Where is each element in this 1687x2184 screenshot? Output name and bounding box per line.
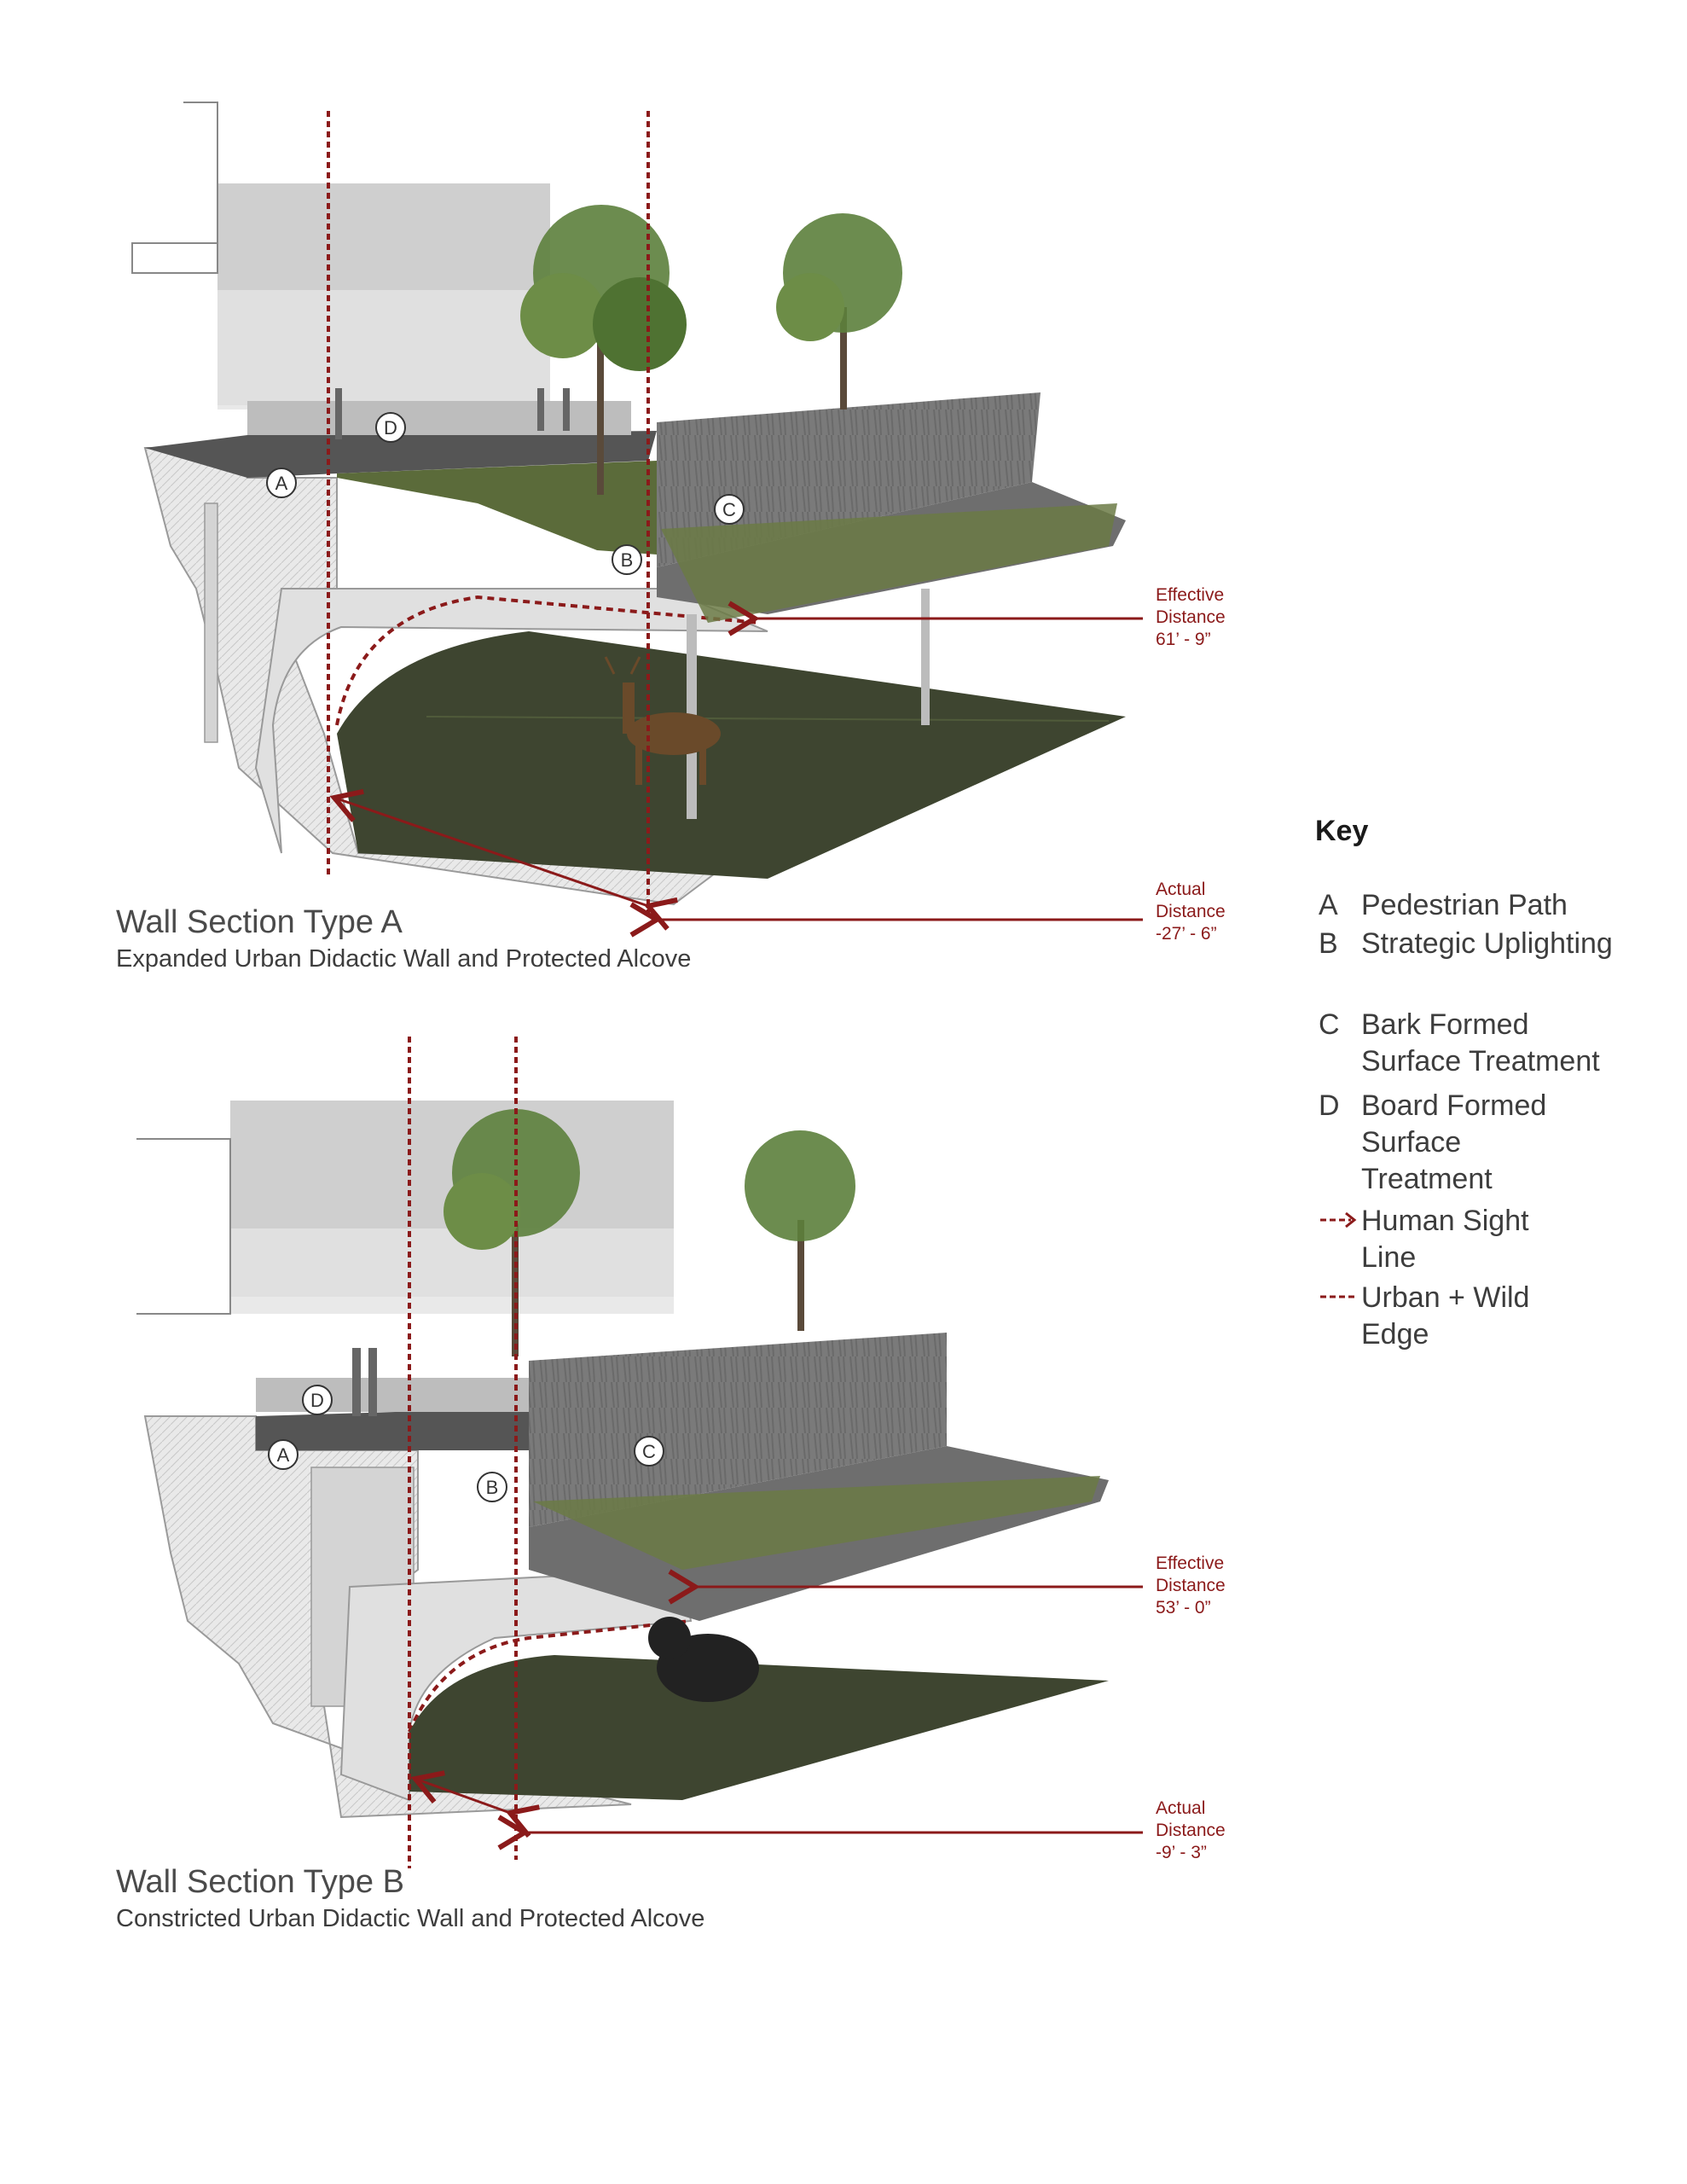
key-letter: D <box>1319 1089 1340 1122</box>
section-b-subtitle: Constricted Urban Didactic Wall and Prot… <box>116 1905 705 1932</box>
svg-text:D: D <box>310 1390 324 1411</box>
svg-text:C: C <box>722 499 736 520</box>
bear-icon <box>648 1617 759 1702</box>
pedestrian-figures-icon <box>335 388 570 439</box>
bark-formed-wall <box>529 1333 1109 1621</box>
callout-d: D <box>302 1385 333 1415</box>
building-backdrop <box>136 1101 674 1315</box>
protected-alcove-arch <box>339 1568 693 1802</box>
effective-distance-label-b: Effective Distance 53’ - 0” <box>1156 1554 1226 1618</box>
svg-text:A: A <box>275 473 288 494</box>
building-backdrop <box>131 102 550 410</box>
callout-c: C <box>634 1436 664 1467</box>
actual-distance-label-a: Actual Distance -27’ - 6” <box>1156 880 1226 944</box>
bark-formed-wall <box>657 392 1126 819</box>
key-letter: A <box>1319 889 1338 921</box>
actual-distance-label-b: Actual Distance -9’ - 3” <box>1156 1798 1226 1862</box>
pedestrian-figures-icon <box>352 1348 377 1416</box>
svg-text:A: A <box>277 1444 290 1466</box>
pedestrian-path-deck <box>256 1378 537 1450</box>
actual-distance-measure <box>329 788 678 931</box>
svg-text:C: C <box>642 1441 656 1462</box>
key-letter: B <box>1319 927 1338 960</box>
effective-distance-label-a: Effective Distance 61’ - 9” <box>1156 585 1226 649</box>
key-text: Board Formed Surface Treatment <box>1361 1089 1547 1195</box>
wild-ground-plane <box>337 631 1126 879</box>
callout-d: D <box>375 412 406 443</box>
section-a-title: Wall Section Type A <box>116 904 403 940</box>
planted-slope <box>337 461 657 555</box>
tree-icon <box>776 213 902 410</box>
key-text: Strategic Uplighting <box>1361 927 1613 960</box>
section-a-subtitle: Expanded Urban Didactic Wall and Protect… <box>116 945 692 973</box>
actual-distance-measure <box>410 1770 540 1838</box>
tree-icon <box>520 205 687 495</box>
callout-b: B <box>477 1472 507 1502</box>
svg-text:B: B <box>621 549 634 571</box>
wall-section-a-drawing: A B C D <box>131 102 1143 938</box>
wild-ground-plane <box>409 1655 1109 1800</box>
key-text: Bark Formed Surface Treatment <box>1361 1008 1600 1077</box>
arrow-dashed-icon <box>1320 1211 1357 1228</box>
key-text: Human Sight Line <box>1361 1205 1529 1274</box>
callout-b: B <box>612 544 642 575</box>
wall-section-b-drawing: A B C D <box>136 1037 1143 1868</box>
deer-icon <box>604 656 721 785</box>
key-text: Urban + Wild Edge <box>1361 1281 1530 1350</box>
key-letter: C <box>1319 1008 1340 1041</box>
svg-text:B: B <box>486 1477 499 1498</box>
callout-a: A <box>266 468 297 498</box>
callout-c: C <box>714 494 745 525</box>
dashed-line-icon <box>1320 1295 1358 1298</box>
section-b-title: Wall Section Type B <box>116 1864 404 1900</box>
key-title: Key <box>1315 815 1369 847</box>
callout-a: A <box>268 1439 299 1470</box>
key-text: Pedestrian Path <box>1361 889 1568 921</box>
svg-text:D: D <box>384 417 397 439</box>
tree-icon <box>745 1130 855 1331</box>
